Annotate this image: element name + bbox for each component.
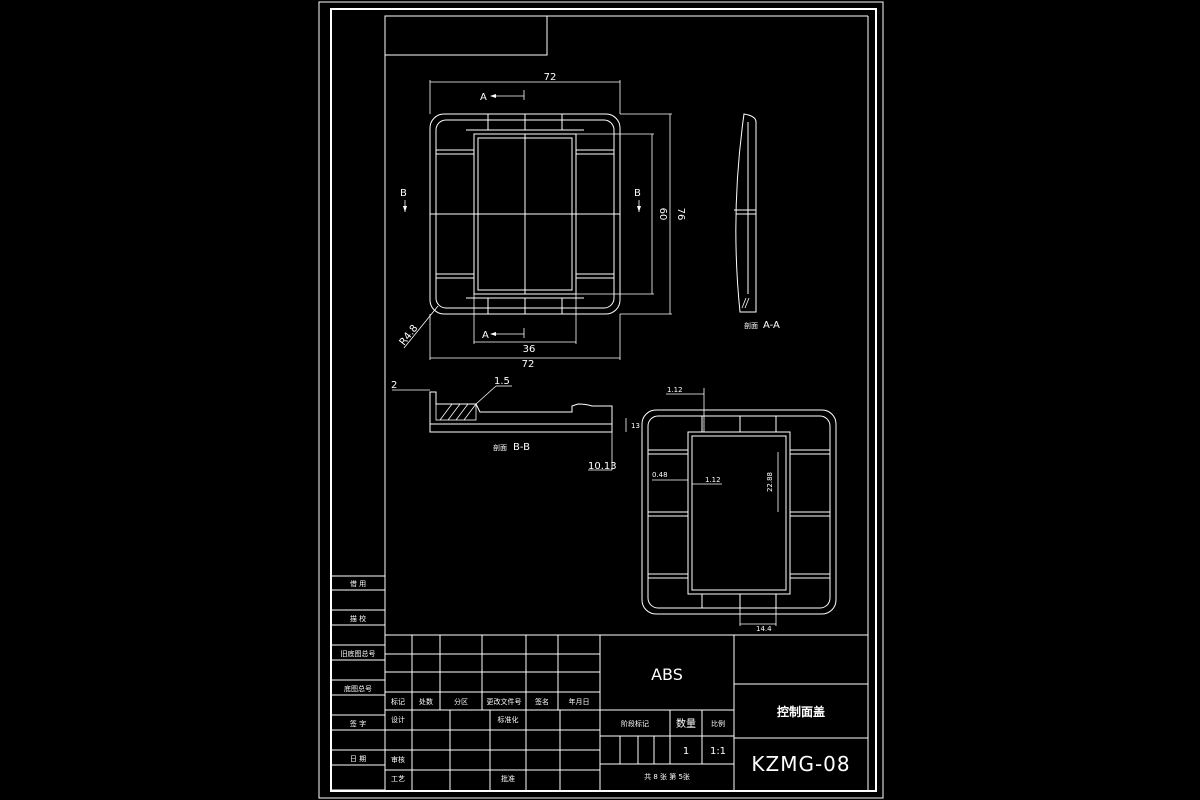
section-b-right-label: B bbox=[634, 188, 641, 199]
sheet-count: 共 8 张 第 5张 bbox=[644, 772, 690, 781]
dim-corner-radius: R4.8 bbox=[398, 323, 421, 348]
title-block: 标记 处数 分区 更改文件号 签名 年月日 设计 标准化 审核 工艺 批准 AB… bbox=[385, 634, 868, 790]
material-text: ABS bbox=[651, 665, 683, 684]
scale-label: 比例 bbox=[711, 719, 725, 728]
dim-detail-22-88: 22.88 bbox=[766, 472, 774, 492]
rev-header-sign: 签名 bbox=[535, 697, 549, 706]
strip-borrow: 借 用 bbox=[350, 579, 366, 588]
rev-header-mark: 标记 bbox=[391, 697, 405, 706]
strip-trace-check: 描 校 bbox=[350, 614, 366, 623]
part-name: 控制面盖 bbox=[777, 704, 825, 719]
section-bb-label: B-B bbox=[513, 442, 530, 453]
section-aa-label: A-A bbox=[763, 320, 780, 331]
top-code-box bbox=[384, 15, 548, 56]
outer-frame bbox=[318, 1, 884, 799]
dim-detail-1-12-mid: 1.12 bbox=[705, 476, 721, 484]
dim-bb-2: 2 bbox=[391, 380, 397, 391]
dim-bb-10-13: 10.13 bbox=[588, 461, 617, 472]
dim-width-top: 72 bbox=[544, 72, 557, 83]
dim-detail-14-4: 14.4 bbox=[756, 625, 772, 633]
strip-master-no: 底图总号 bbox=[344, 684, 372, 693]
inner-frame bbox=[330, 8, 877, 792]
strip-signature: 签 字 bbox=[350, 719, 366, 728]
section-aa-view: 剖面 A-A bbox=[734, 113, 780, 331]
dim-inner-width: 36 bbox=[523, 344, 536, 355]
scale-value: 1:1 bbox=[710, 746, 726, 757]
sign-process: 工艺 bbox=[391, 775, 405, 783]
rev-header-date: 年月日 bbox=[569, 697, 590, 706]
qty-label: 数量 bbox=[676, 717, 696, 730]
section-bb-prefix: 剖面 bbox=[493, 443, 507, 452]
stage-label: 阶段标记 bbox=[621, 719, 649, 728]
dim-bb-1-5: 1.5 bbox=[494, 376, 510, 387]
rev-header-count: 处数 bbox=[419, 697, 433, 706]
sign-approve: 批准 bbox=[501, 774, 515, 783]
dim-bb-13: 13 bbox=[631, 422, 640, 430]
section-bb-view: 2 1.5 10.13 13 剖面 B-B bbox=[391, 376, 640, 472]
dim-outer-height: 76 bbox=[675, 208, 686, 221]
dim-inner-height: 60 bbox=[657, 208, 668, 221]
section-a-bottom-label: A bbox=[482, 330, 489, 341]
section-b-left-label: B bbox=[400, 188, 407, 199]
section-a-top-label: A bbox=[480, 92, 487, 103]
sign-standard: 标准化 bbox=[498, 715, 519, 724]
sign-design: 设计 bbox=[391, 715, 405, 724]
strip-old-master: 旧底图总号 bbox=[341, 649, 376, 658]
dim-detail-0-48: 0.48 bbox=[652, 471, 668, 479]
rev-header-change-doc: 更改文件号 bbox=[487, 697, 522, 706]
rev-header-zone: 分区 bbox=[454, 697, 468, 706]
sign-check: 审核 bbox=[391, 755, 405, 764]
qty-value: 1 bbox=[683, 746, 689, 757]
dim-width-bottom: 72 bbox=[522, 359, 535, 370]
dim-detail-1-12-top: 1.12 bbox=[667, 386, 683, 394]
section-aa-prefix: 剖面 bbox=[744, 321, 758, 330]
left-margin-table: 借 用 描 校 旧底图总号 底图总号 签 字 日 期 bbox=[330, 575, 385, 791]
top-view: 72 72 36 60 76 R4.8 A A B bbox=[398, 72, 686, 370]
drawing-number: KZMG-08 bbox=[751, 752, 850, 776]
detail-view: 1.12 0.48 1.12 22.88 14.4 bbox=[641, 386, 837, 633]
strip-date: 日 期 bbox=[350, 755, 366, 763]
